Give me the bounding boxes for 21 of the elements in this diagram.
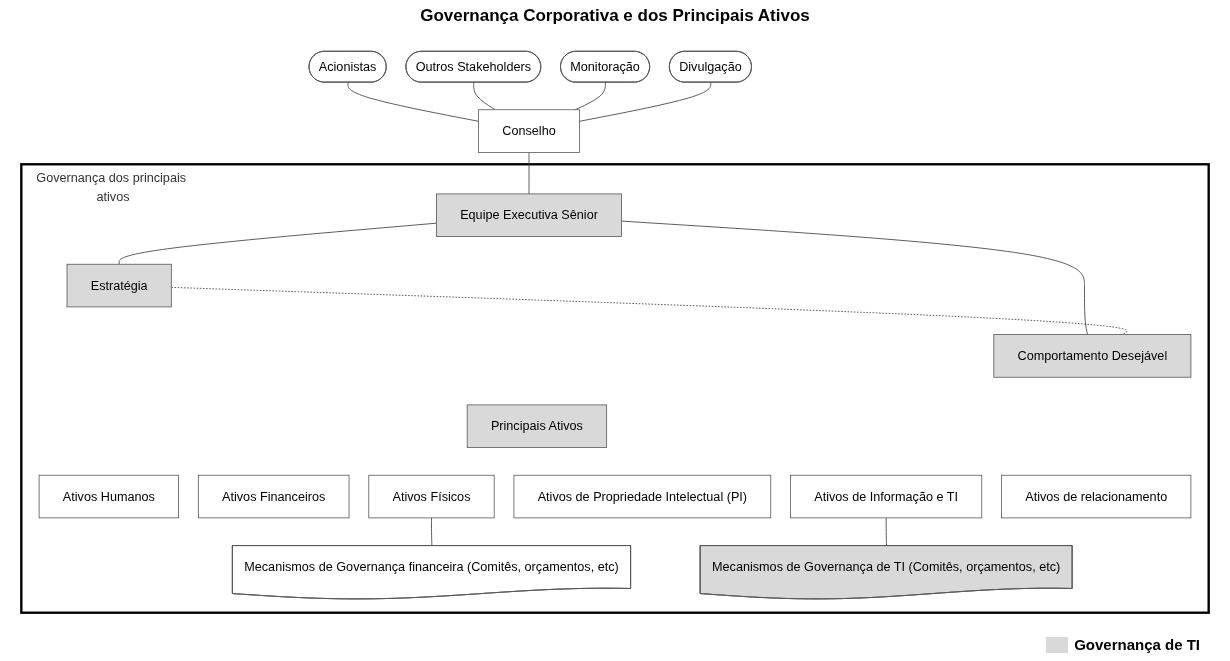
legend-label: Governança de TI xyxy=(1074,636,1200,653)
connector xyxy=(621,220,1088,335)
node-box: Principais Ativos xyxy=(466,404,608,448)
node-box: Estratégia xyxy=(66,263,172,308)
node-box: Ativos de Informação e TI xyxy=(790,474,983,519)
node-box: Ativos de relacionamento xyxy=(1001,474,1192,519)
node-box: Ativos de Propriedade Intelectual (PI) xyxy=(513,474,772,519)
node-box: Conselho xyxy=(478,109,580,153)
connector xyxy=(528,152,530,195)
node-box: Ativos Financeiros xyxy=(197,474,350,519)
node-box: Ativos Físicos xyxy=(368,474,495,519)
node-box: Comportamento Desejável xyxy=(993,334,1192,378)
connector xyxy=(473,82,496,111)
connector xyxy=(431,517,433,547)
connector xyxy=(347,82,479,122)
connector xyxy=(885,517,887,547)
connector xyxy=(118,222,437,265)
node-box: Equipe Executiva Sênior xyxy=(436,193,622,237)
diagram-title: Governança Corporativa e dos Principais Ativos xyxy=(420,6,810,26)
connector xyxy=(579,82,712,122)
node-box: Ativos Humanos xyxy=(38,474,179,519)
